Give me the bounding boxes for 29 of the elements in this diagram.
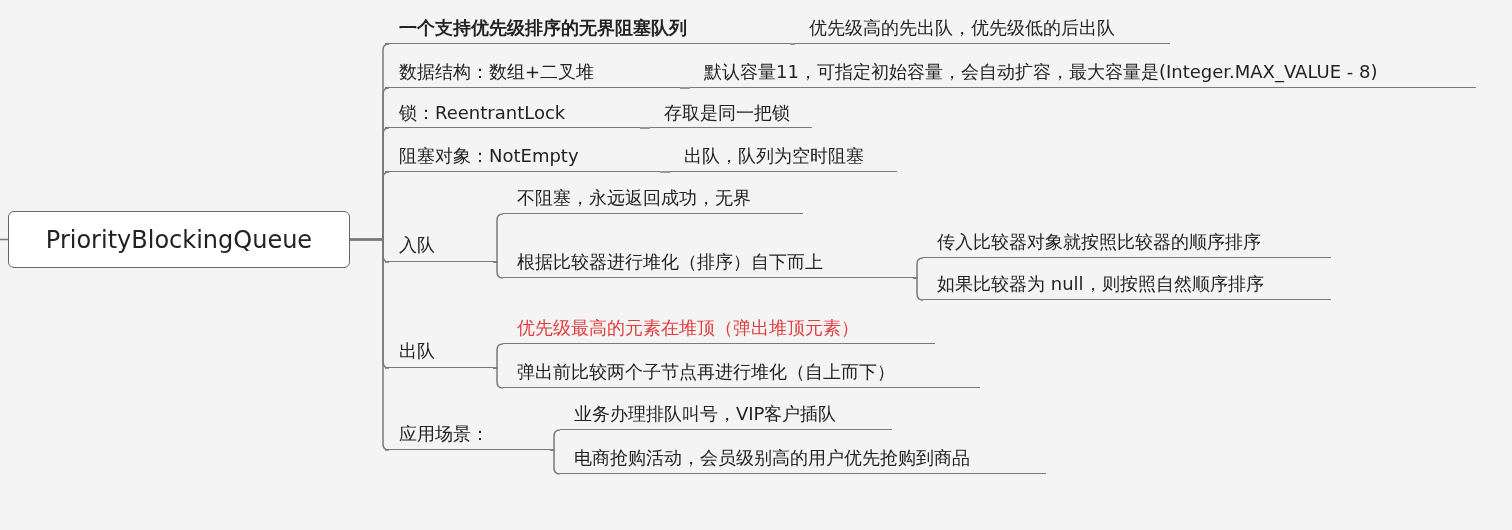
branch-line: [492, 261, 504, 279]
topic-label: 业务办理排队叫号，VIP客户插队: [560, 398, 892, 430]
root-topic-box: PriorityBlockingQueue: [8, 211, 350, 268]
branch-line: [549, 449, 561, 475]
branch-line: [659, 171, 671, 173]
topic-label: 阻塞对象：NotEmpty: [385, 140, 660, 172]
branch-line: [639, 127, 651, 129]
branch-line: [912, 277, 924, 301]
topic-label: 传入比较器对象就按照比较器的顺序排序: [923, 226, 1331, 258]
branch-line: [492, 367, 504, 389]
topic-label: 数据结构：数组+二叉堆: [385, 56, 680, 88]
topic-label: 不阻塞，永远返回成功，无界: [503, 182, 803, 214]
topic-label: 如果比较器为 null，则按照自然顺序排序: [923, 268, 1331, 300]
topic-label: 锁：ReentrantLock: [385, 98, 640, 128]
branch-line: [349, 238, 390, 451]
topic-label: 默认容量11，可指定初始容量，会自动扩容，最大容量是(Integer.MAX_VALUE - 8): [690, 56, 1476, 88]
topic-label: 入队: [385, 228, 493, 262]
topic-label: 出队，队列为空时阻塞: [670, 140, 897, 172]
topic-label: 电商抢购活动，会员级别高的用户优先抢购到商品: [560, 442, 1046, 474]
topic-label: 存取是同一把锁: [650, 98, 812, 128]
topic-label: 出队: [385, 334, 493, 368]
topic-label: 应用场景：: [385, 418, 550, 450]
branch-line: [679, 87, 691, 89]
topic-label: 根据比较器进行堆化（排序）自下而上: [503, 246, 913, 278]
branch-line: [789, 43, 796, 45]
topic-label: 弹出前比较两个子节点再进行堆化（自上而下）: [503, 356, 980, 388]
topic-label: 优先级高的先出队，优先级低的后出队: [795, 12, 1170, 44]
topic-label: 优先级最高的元素在堆顶（弹出堆顶元素）: [503, 312, 935, 344]
topic-label: 一个支持优先级排序的无界阻塞队列: [385, 12, 790, 44]
